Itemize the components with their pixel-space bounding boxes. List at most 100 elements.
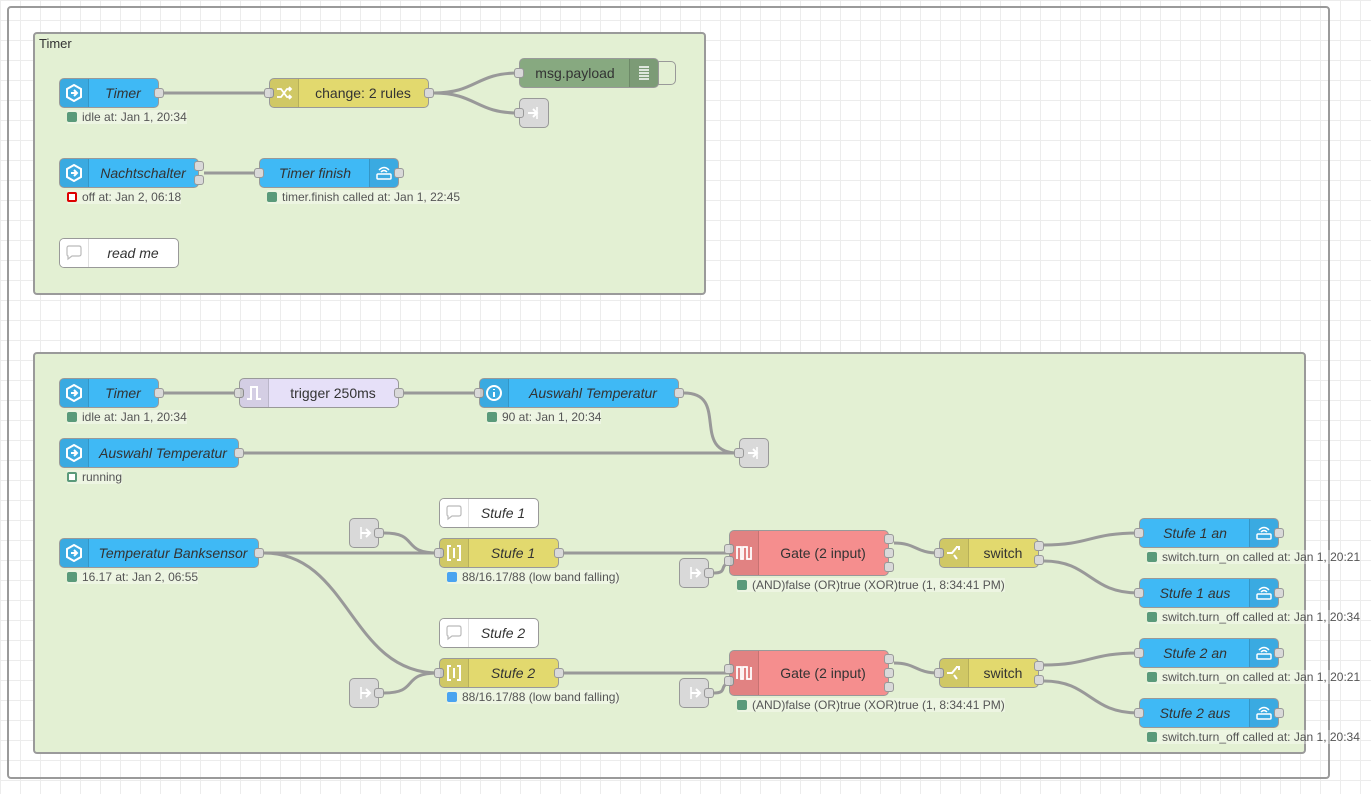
- node-label: Auswahl Temperatur: [529, 385, 657, 401]
- output-port[interactable]: [884, 682, 894, 692]
- output-port[interactable]: [1274, 648, 1284, 658]
- output-port[interactable]: [194, 161, 204, 171]
- input-port[interactable]: [514, 68, 524, 78]
- stufe2-aus-node[interactable]: Stufe 2 aus: [1134, 698, 1284, 728]
- output-port[interactable]: [704, 688, 714, 698]
- timer-inject-node[interactable]: Timer: [59, 78, 164, 108]
- readme-comment-node[interactable]: read me: [59, 238, 179, 268]
- input-port[interactable]: [254, 168, 264, 178]
- link-in-node[interactable]: [679, 678, 714, 708]
- stufe2-comment-node[interactable]: Stufe 2: [439, 618, 539, 648]
- output-port[interactable]: [1034, 675, 1044, 685]
- input-port[interactable]: [724, 676, 734, 686]
- input-port[interactable]: [474, 388, 484, 398]
- output-port[interactable]: [154, 388, 164, 398]
- status-text: off at: Jan 2, 06:18: [82, 190, 182, 204]
- output-port[interactable]: [1034, 555, 1044, 565]
- trigger-node[interactable]: trigger 250ms: [234, 378, 404, 408]
- input-port[interactable]: [514, 108, 524, 118]
- switch2-node[interactable]: switch: [934, 658, 1044, 688]
- stufe1-aus-node[interactable]: Stufe 1 aus: [1134, 578, 1284, 608]
- input-port[interactable]: [724, 664, 734, 674]
- hysteresis-icon: [440, 539, 469, 567]
- temperatur-banksensor-node[interactable]: Temperatur Banksensor: [59, 538, 264, 568]
- output-port[interactable]: [394, 168, 404, 178]
- output-port[interactable]: [394, 388, 404, 398]
- output-port[interactable]: [194, 175, 204, 185]
- input-port[interactable]: [434, 668, 444, 678]
- switch1-node[interactable]: switch: [934, 538, 1044, 568]
- status-dot: [1147, 732, 1157, 742]
- node-status: 90 at: Jan 1, 20:34: [487, 410, 602, 424]
- node-status: running: [67, 470, 123, 484]
- stufe1-comment-node[interactable]: Stufe 1: [439, 498, 539, 528]
- input-port[interactable]: [734, 448, 744, 458]
- gate2-node[interactable]: Gate (2 input): [724, 650, 894, 696]
- change-node[interactable]: change: 2 rules: [264, 78, 434, 108]
- input-port[interactable]: [1134, 708, 1144, 718]
- switch-icon: [940, 539, 969, 567]
- output-port[interactable]: [1034, 661, 1044, 671]
- output-port[interactable]: [154, 88, 164, 98]
- output-port[interactable]: [884, 534, 894, 544]
- link-out-node[interactable]: [514, 98, 549, 128]
- input-port[interactable]: [1134, 648, 1144, 658]
- output-port[interactable]: [374, 528, 384, 538]
- input-port[interactable]: [1134, 528, 1144, 538]
- timer-finish-node[interactable]: Timer finish: [254, 158, 404, 188]
- link-in-node[interactable]: [349, 518, 384, 548]
- status-text: 16.17 at: Jan 2, 06:55: [82, 570, 199, 584]
- input-port[interactable]: [934, 548, 944, 558]
- output-port[interactable]: [884, 562, 894, 572]
- input-port[interactable]: [434, 548, 444, 558]
- output-port[interactable]: [1274, 588, 1284, 598]
- stufe2-an-node[interactable]: Stufe 2 an: [1134, 638, 1284, 668]
- debug-toggle-button[interactable]: [658, 61, 676, 85]
- output-port[interactable]: [1034, 541, 1044, 551]
- nachtschalter-node[interactable]: Nachtschalter: [59, 158, 204, 188]
- input-port[interactable]: [264, 88, 274, 98]
- output-port[interactable]: [704, 568, 714, 578]
- link-in-node[interactable]: [349, 678, 384, 708]
- link-in-node[interactable]: [679, 558, 714, 588]
- stufe1-an-node[interactable]: Stufe 1 an: [1134, 518, 1284, 548]
- output-port[interactable]: [1274, 528, 1284, 538]
- stufe1-hysteresis-node[interactable]: Stufe 1: [434, 538, 564, 568]
- node-label: Stufe 2 an: [1163, 645, 1227, 661]
- node-label: Timer finish: [278, 165, 352, 181]
- timer-inject-node[interactable]: Timer: [59, 378, 164, 408]
- output-port[interactable]: [884, 548, 894, 558]
- status-text: running: [82, 470, 123, 484]
- inject-icon: [60, 159, 89, 187]
- input-port[interactable]: [724, 544, 734, 554]
- status-text: 88/16.17/88 (low band falling): [462, 570, 620, 584]
- stufe2-hysteresis-node[interactable]: Stufe 2: [434, 658, 564, 688]
- output-port[interactable]: [884, 668, 894, 678]
- input-port[interactable]: [934, 668, 944, 678]
- output-port[interactable]: [1274, 708, 1284, 718]
- output-port[interactable]: [554, 668, 564, 678]
- link-out-node[interactable]: [734, 438, 769, 468]
- shuffle-icon: [270, 79, 299, 107]
- gate1-node[interactable]: Gate (2 input): [724, 530, 894, 576]
- auswahl-temperatur-state-node[interactable]: Auswahl Temperatur: [59, 438, 244, 468]
- link-arrow-icon: [690, 567, 702, 579]
- debug-node[interactable]: msg.payload: [514, 58, 659, 88]
- status-dot: [737, 700, 747, 710]
- output-port[interactable]: [254, 548, 264, 558]
- input-port[interactable]: [234, 388, 244, 398]
- output-port[interactable]: [424, 88, 434, 98]
- input-port[interactable]: [1134, 588, 1144, 598]
- auswahl-temperatur-current-node[interactable]: Auswahl Temperatur: [474, 378, 684, 408]
- outer-flow-group[interactable]: [7, 6, 1330, 779]
- node-label: Gate (2 input): [780, 665, 866, 681]
- output-port[interactable]: [554, 548, 564, 558]
- input-port[interactable]: [724, 556, 734, 566]
- node-status: idle at: Jan 1, 20:34: [67, 110, 187, 124]
- output-port[interactable]: [234, 448, 244, 458]
- node-label: Temperatur Banksensor: [98, 545, 248, 561]
- status-dot: [67, 112, 77, 122]
- output-port[interactable]: [374, 688, 384, 698]
- output-port[interactable]: [674, 388, 684, 398]
- output-port[interactable]: [884, 654, 894, 664]
